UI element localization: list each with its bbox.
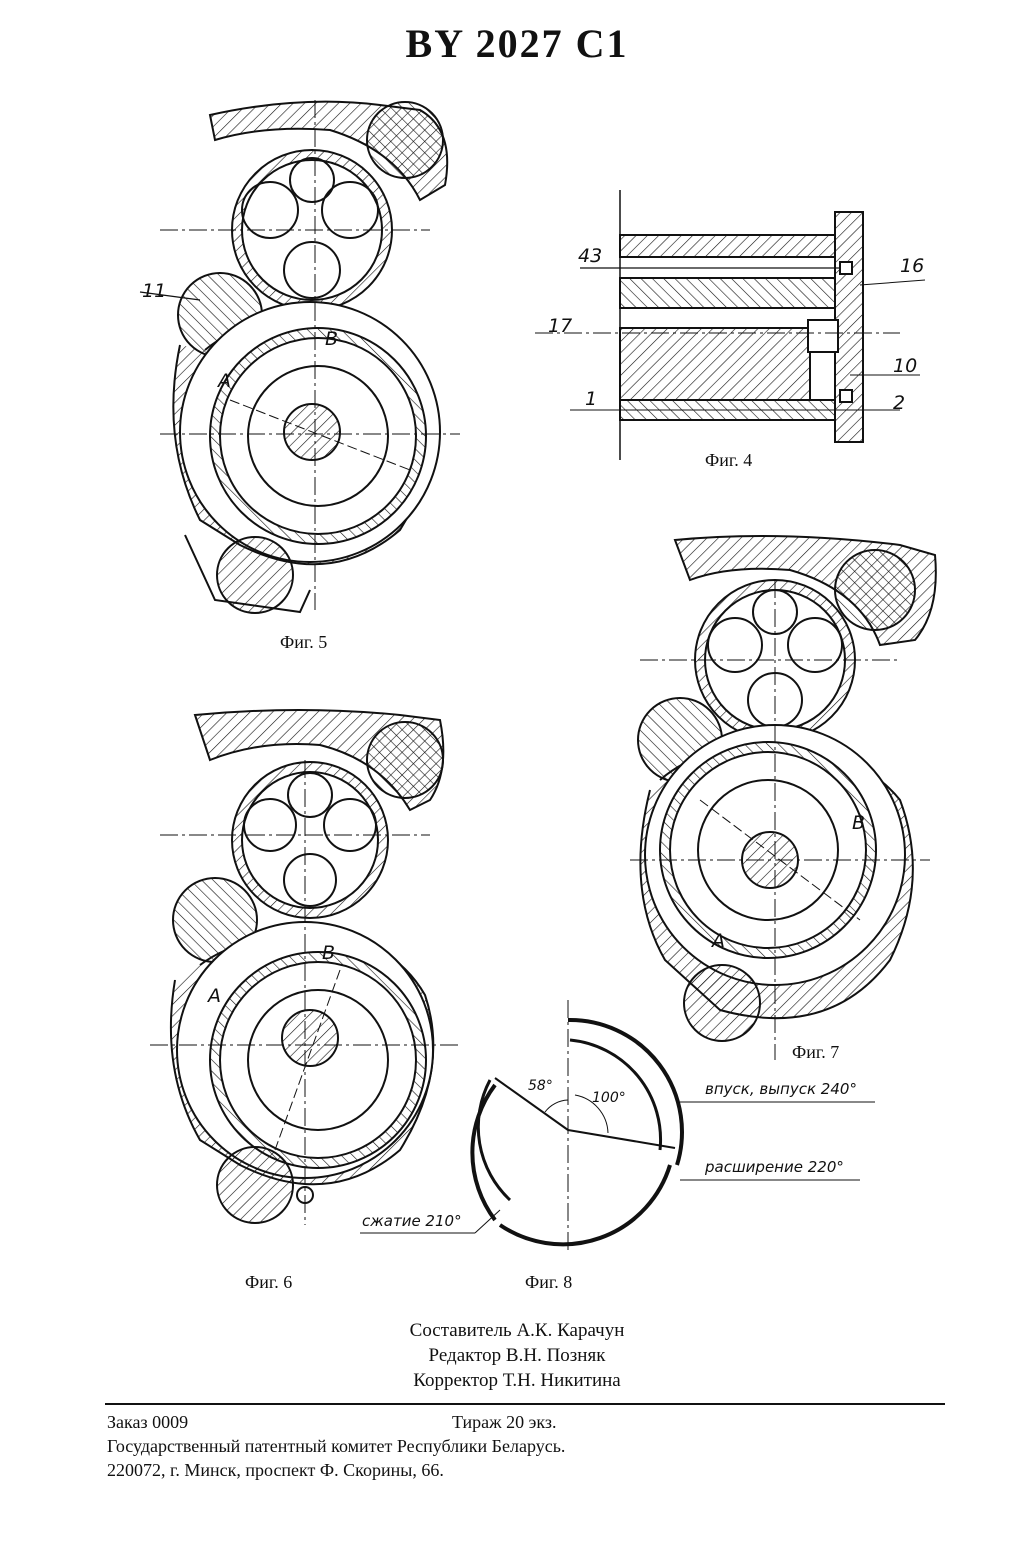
fig5-label-a: A [218, 370, 231, 392]
fig4-label-1: 1 [585, 388, 597, 410]
fig4-caption: Фиг. 4 [705, 450, 752, 471]
fig4-label-16: 16 [900, 255, 924, 277]
fig4-label-17: 17 [548, 315, 572, 337]
figure-7-drawing [630, 536, 936, 1060]
fig8-caption: Фиг. 8 [525, 1272, 572, 1293]
fig8-label-intake-exhaust: впуск, выпуск 240° [705, 1080, 857, 1098]
fig6-label-a: A [208, 985, 221, 1007]
fig8-label-compression: сжатие 210° [362, 1212, 462, 1230]
fig5-label-b: B [325, 328, 338, 350]
footer-circulation: Тираж 20 экз. [452, 1412, 556, 1433]
fig6-caption: Фиг. 6 [245, 1272, 292, 1293]
fig5-caption: Фиг. 5 [280, 632, 327, 653]
credits-block: Составитель А.К. Карачун Редактор В.Н. П… [0, 1318, 1034, 1393]
credits-compiler: Составитель А.К. Карачун [0, 1318, 1034, 1343]
figure-5-drawing [140, 100, 460, 613]
credits-editor: Редактор В.Н. Позняк [0, 1343, 1034, 1368]
fig8-angle-58: 58° [528, 1078, 553, 1094]
footer-organization: Государственный патентный комитет Респуб… [107, 1436, 565, 1457]
fig7-label-b: B [852, 812, 865, 834]
footer-divider [105, 1403, 945, 1405]
credits-corrector: Корректор Т.Н. Никитина [0, 1368, 1034, 1393]
fig5-label-11: 11 [142, 280, 166, 302]
fig8-label-expansion: расширение 220° [705, 1158, 844, 1176]
fig7-label-a: A [712, 930, 725, 952]
fig6-label-b: B [322, 942, 335, 964]
footer-order: Заказ 0009 [107, 1412, 188, 1433]
figure-6-drawing [150, 710, 460, 1225]
footer-address: 220072, г. Минск, проспект Ф. Скорины, 6… [107, 1460, 444, 1481]
fig4-label-2: 2 [893, 392, 905, 414]
fig7-caption: Фиг. 7 [792, 1042, 839, 1063]
fig8-angle-100: 100° [592, 1090, 626, 1106]
fig4-label-10: 10 [893, 355, 917, 377]
fig4-label-43: 43 [578, 245, 602, 267]
figure-4-drawing [535, 190, 925, 460]
